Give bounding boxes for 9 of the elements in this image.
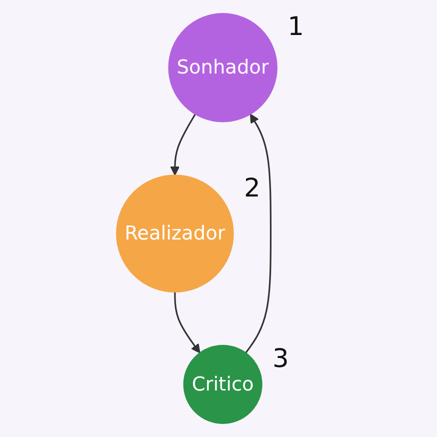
arrow [170,114,196,176]
step-number: 1 [288,12,304,42]
step-number: 3 [272,344,290,374]
node-circle: Critico [184,344,263,424]
arrow [246,114,272,354]
node-circle: Realizador [116,174,234,292]
node-circle: Sonhador [168,13,278,122]
arrow [174,292,201,354]
step-number: 2 [244,174,261,204]
